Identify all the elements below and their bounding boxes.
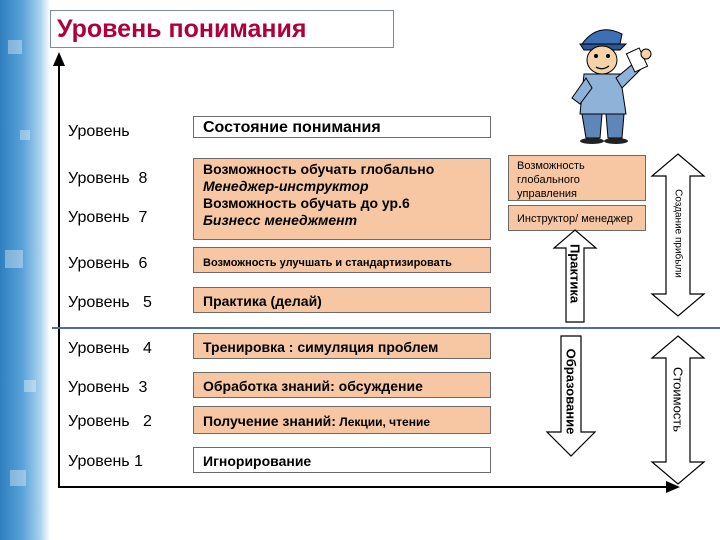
sidebar-square <box>24 380 36 392</box>
state-box-level-2: Получение знаний: Лекции, чтение <box>193 406 491 434</box>
state-level-3-text: Обработка знаний: обсуждение <box>203 378 423 394</box>
title-box: Уровень понимания <box>50 10 394 48</box>
profit-label: Создание прибыли <box>672 189 684 278</box>
state-box-level-5: Практика (делай) <box>193 287 491 313</box>
cost-double-arrow-icon <box>650 335 706 485</box>
sidebar-square <box>5 250 23 268</box>
level-6-label: Уровень 6 <box>68 255 148 272</box>
level-column-header: Уровень <box>68 123 130 140</box>
instructor-manager-text: Инструктор/ менеджер <box>517 213 633 225</box>
cost-label: Стоимость <box>670 366 686 433</box>
y-axis-arrowhead-icon <box>53 52 65 66</box>
state-level-8-line-2: Менеджер-инструктор <box>203 178 369 194</box>
page-title: Уровень понимания <box>57 15 307 43</box>
state-box-level-3: Обработка знаний: обсуждение <box>193 372 491 398</box>
global-management-text: Возможность глобального управления <box>517 160 585 200</box>
state-level-5-text: Практика (делай) <box>203 293 322 309</box>
state-level-7-line-1: Возможность обучать до ур.6 <box>203 195 410 211</box>
level-5-label: Уровень 5 <box>68 294 152 311</box>
practice-label: Практика <box>567 243 583 304</box>
level-8-label: Уровень 8 <box>68 170 148 187</box>
state-box-levels-8-7: Возможность обучать глобально Менеджер-и… <box>193 158 491 240</box>
practice-arrow-icon <box>552 229 598 323</box>
state-level-2-subtext: Лекции, чтение <box>335 415 431 429</box>
divider-line <box>52 327 720 329</box>
level-7-label: Уровень 7 <box>68 209 148 226</box>
worker-illustration-icon <box>571 29 652 144</box>
state-box-level-4: Тренировка : симуляция проблем <box>193 333 491 359</box>
level-1-label: Уровень 1 <box>68 453 143 470</box>
x-axis-arrowhead-icon <box>666 481 680 493</box>
state-column-header-text: Состояние понимания <box>203 119 381 136</box>
decorative-sidebar <box>0 0 50 540</box>
state-level-8-line-1: Возможность обучать глобально <box>203 161 435 177</box>
sidebar-square <box>10 470 26 486</box>
state-box-level-6: Возможность улучшать и стандартизировать <box>193 247 491 273</box>
sidebar-square <box>20 130 30 140</box>
global-management-box: Возможность глобального управления <box>508 155 646 201</box>
y-axis-line <box>58 62 60 488</box>
profit-double-arrow-icon <box>650 153 706 317</box>
state-level-1-text: Игнорирование <box>203 453 312 469</box>
education-label: Образование <box>563 348 579 435</box>
x-axis-line <box>58 486 670 488</box>
sidebar-square <box>8 40 22 54</box>
level-4-label: Уровень 4 <box>68 340 152 357</box>
state-level-4-text: Тренировка : симуляция проблем <box>203 339 439 355</box>
education-arrow-icon <box>545 335 597 457</box>
state-level-2-text: Получение знаний: <box>203 413 336 429</box>
level-3-label: Уровень 3 <box>68 379 148 396</box>
state-box-level-1: Игнорирование <box>193 447 491 473</box>
level-2-label: Уровень 2 <box>68 413 152 430</box>
state-level-6-text: Возможность улучшать и стандартизировать <box>203 257 452 269</box>
state-level-7-line-2: Бизнесс менеджмент <box>203 212 358 228</box>
instructor-manager-box: Инструктор/ менеджер <box>508 205 646 231</box>
state-column-header: Состояние понимания <box>193 116 491 138</box>
